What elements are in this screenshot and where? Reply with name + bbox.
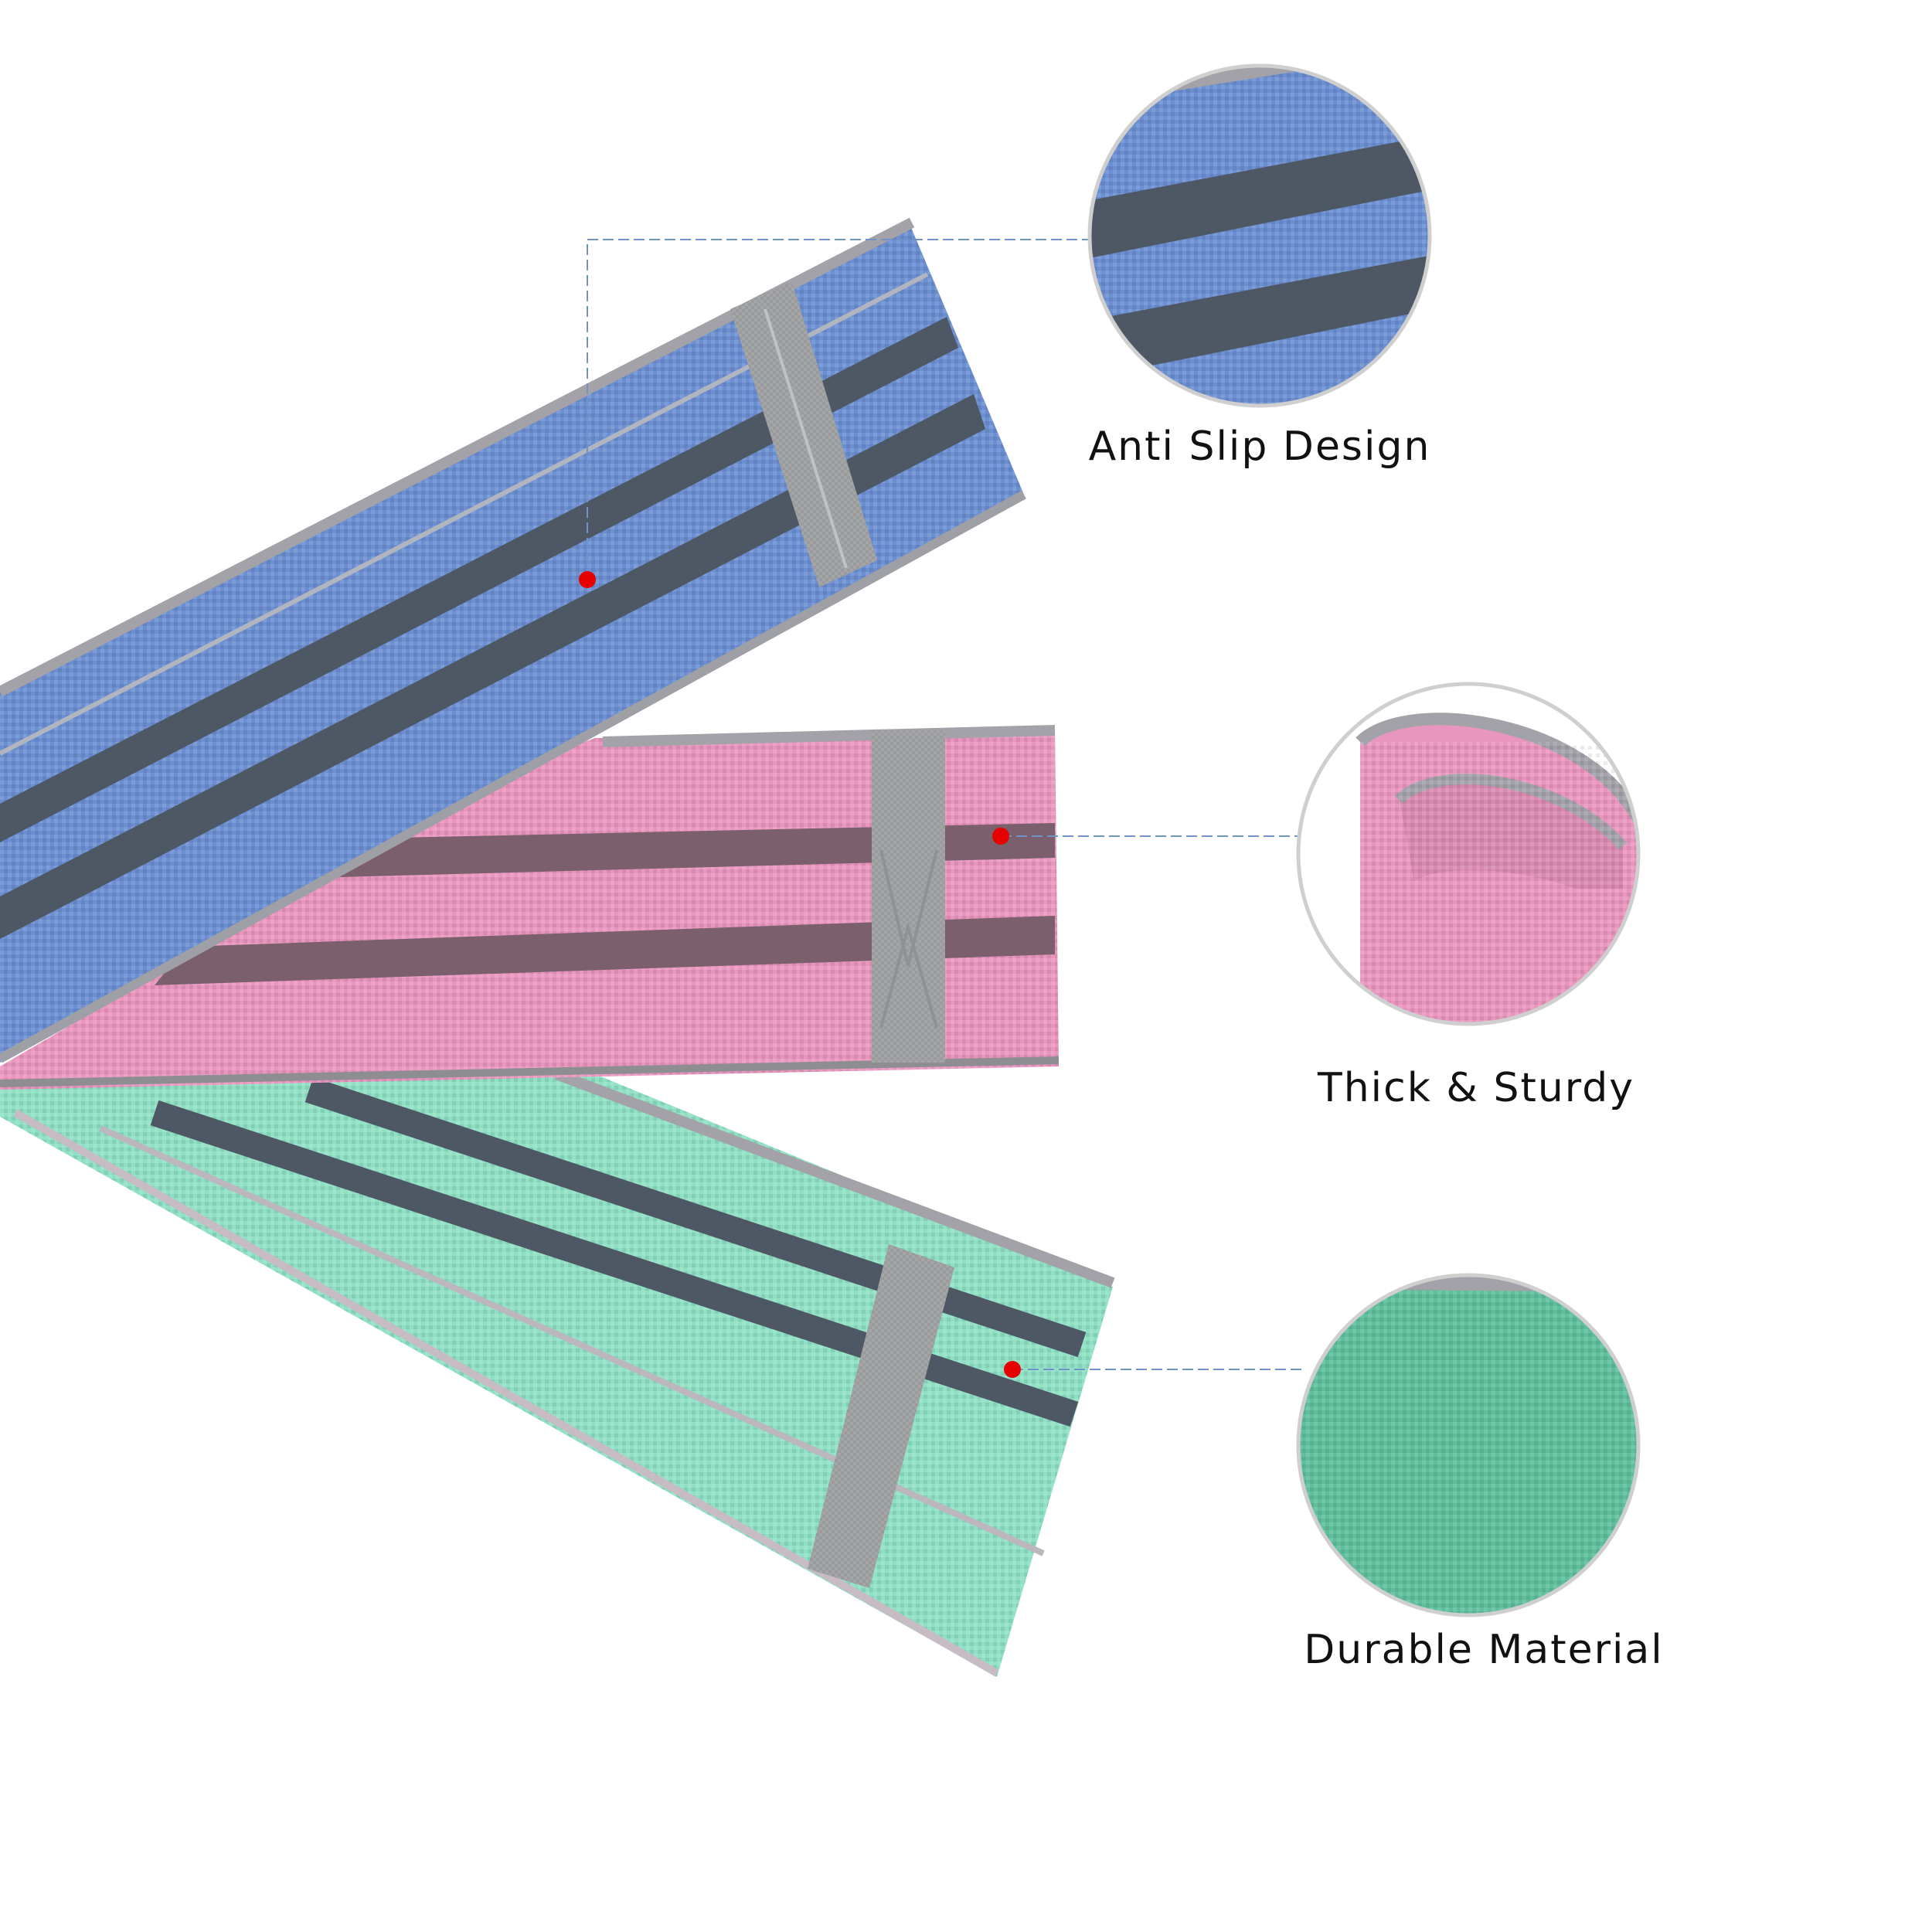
pink-resistance-band — [0, 725, 1060, 1090]
feature-label-thick-sturdy: Thick & Sturdy — [1317, 1065, 1635, 1111]
feature-label-durable: Durable Material — [1304, 1627, 1664, 1673]
marker-dot-green — [1004, 1361, 1021, 1378]
green-resistance-band — [0, 1069, 1115, 1677]
marker-dot-pink — [992, 828, 1009, 845]
callout-connector-anti-slip — [587, 239, 1090, 580]
green-fabric-closeup-icon — [1296, 1273, 1641, 1617]
marker-dot-blue — [579, 571, 596, 588]
pink-fold-closeup-icon — [1296, 682, 1641, 1026]
feature-label-anti-slip: Anti Slip Design — [1088, 423, 1431, 470]
blue-fabric-closeup-icon — [1087, 63, 1432, 408]
blue-resistance-band — [0, 217, 1026, 1063]
